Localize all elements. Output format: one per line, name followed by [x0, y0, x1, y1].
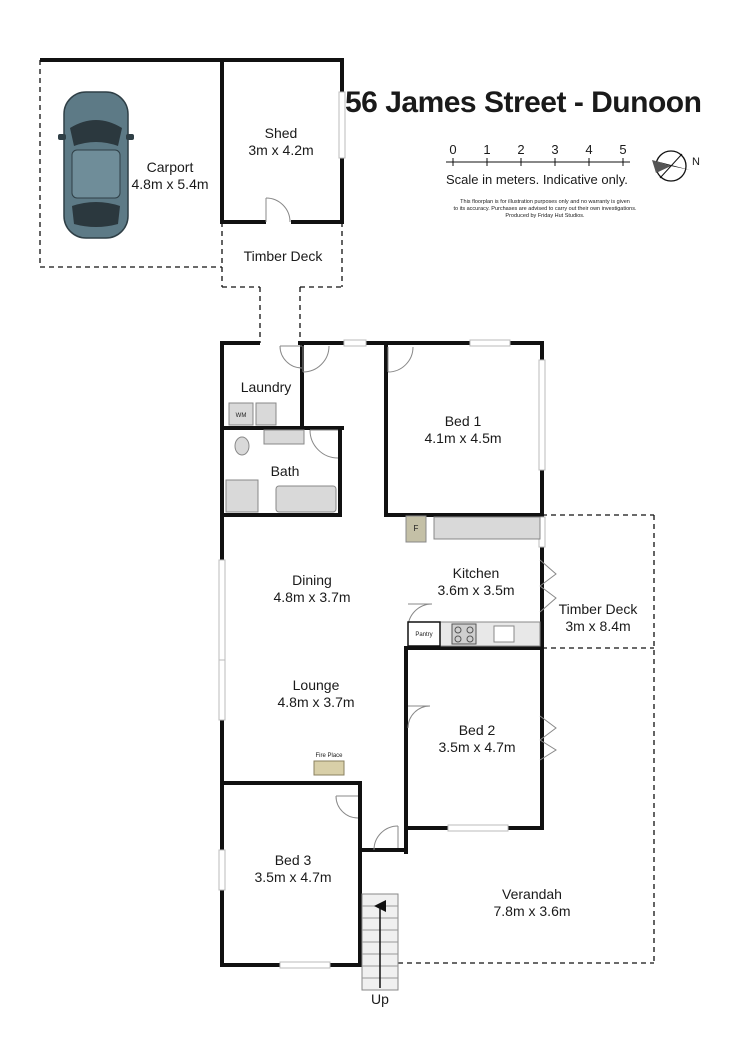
- timber-deck-top-outline: [221, 222, 343, 343]
- stairs: [361, 893, 399, 991]
- verandah-name: Verandah: [502, 886, 562, 902]
- bed3-name: Bed 3: [275, 852, 312, 868]
- dining-size: 4.8m x 3.7m: [273, 589, 350, 605]
- vanity-icon: [263, 429, 305, 445]
- carport-outline: [39, 60, 222, 268]
- fridge-label: F: [414, 524, 419, 533]
- laundry-name: Laundry: [241, 379, 292, 395]
- kitchen-fixtures: [405, 515, 541, 647]
- stairs-up-label: Up: [371, 991, 389, 1007]
- bathtub-icon: [275, 485, 337, 513]
- toilet-icon: [234, 436, 250, 456]
- scale-numbers: 0 1 2 3 4 5: [446, 142, 631, 158]
- scale-tick-4: 4: [585, 142, 593, 157]
- laundry-fixtures: [228, 402, 277, 426]
- bed1-name: Bed 1: [445, 413, 482, 429]
- scale-tick-2: 2: [517, 142, 525, 157]
- kitchen-name: Kitchen: [453, 565, 500, 581]
- bed1-size: 4.1m x 4.5m: [424, 430, 501, 446]
- washing-machine-icon: [228, 402, 254, 426]
- timber-deck-right-name: Timber Deck: [559, 601, 639, 617]
- deck-verandah-outline: [398, 514, 655, 964]
- fridge-icon: [405, 515, 427, 543]
- laundry-tub-icon: [255, 402, 277, 426]
- compass-north-label: N: [692, 156, 700, 168]
- sink-icon: [493, 625, 515, 643]
- verandah-size: 7.8m x 3.6m: [493, 903, 570, 919]
- bath-name: Bath: [271, 463, 300, 479]
- pantry-label: Pantry: [415, 632, 432, 638]
- timber-deck-top-name: Timber Deck: [244, 248, 324, 264]
- disclaimer: This floorplan is for illustration purpo…: [425, 199, 665, 220]
- shower-icon: [225, 479, 259, 513]
- shed-door-icon: [265, 197, 291, 223]
- bed3-size: 3.5m x 4.7m: [254, 869, 331, 885]
- bed2-size: 3.5m x 4.7m: [438, 739, 515, 755]
- scale-tick-3: 3: [551, 142, 559, 157]
- kitchen-size: 3.6m x 3.5m: [437, 582, 514, 598]
- pantry-box: [407, 621, 441, 647]
- fireplace-label: Fire Place: [315, 753, 343, 759]
- plan-title: 56 James Street - Dunoon: [345, 86, 702, 119]
- scale-bar: [446, 158, 630, 166]
- disclaimer-line-1: This floorplan is for illustration purpo…: [460, 199, 630, 205]
- dining-name: Dining: [292, 572, 332, 588]
- stove-icon: [451, 623, 477, 645]
- car-icon: [58, 91, 134, 239]
- bath-fixtures: [225, 429, 337, 513]
- compass-icon: [652, 150, 690, 182]
- lounge-name: Lounge: [293, 677, 340, 693]
- shed-walls: [220, 58, 344, 224]
- windows: [218, 339, 546, 969]
- bed2-name: Bed 2: [459, 722, 496, 738]
- lounge-size: 4.8m x 3.7m: [277, 694, 354, 710]
- shed-size: 3m x 4.2m: [248, 142, 313, 158]
- scale-tick-1: 1: [483, 142, 491, 157]
- fireplace-icon: [313, 760, 345, 776]
- washing-machine-label: WM: [236, 413, 247, 419]
- carport-name: Carport: [147, 159, 194, 175]
- scale-caption: Scale in meters. Indicative only.: [446, 172, 628, 187]
- house-walls: [220, 341, 544, 967]
- disclaimer-line-3: Produced by Friday Hut Studios.: [505, 213, 585, 219]
- carport-size: 4.8m x 5.4m: [131, 176, 208, 192]
- shed-name: Shed: [265, 125, 298, 141]
- shed-window: [338, 91, 346, 159]
- kitchen-bench-top: [433, 516, 541, 540]
- scale-tick-5: 5: [619, 142, 627, 157]
- timber-deck-right-size: 3m x 8.4m: [565, 618, 630, 634]
- scale-tick-0: 0: [449, 142, 457, 157]
- disclaimer-line-2: to its accuracy. Purchases are advised t…: [453, 206, 637, 212]
- door-swings: [279, 345, 557, 851]
